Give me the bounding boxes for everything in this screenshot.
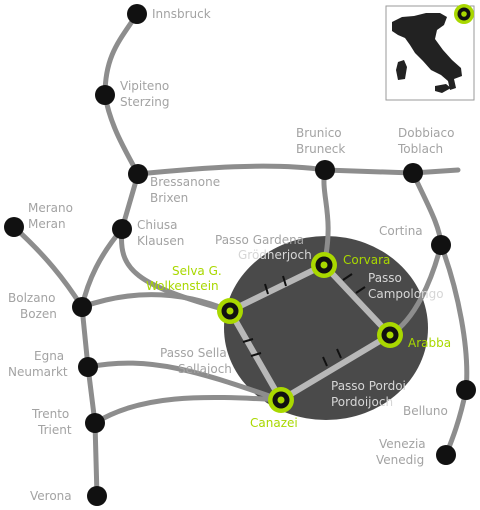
label-verona: Verona [30,489,72,503]
label-innsbruck: Innsbruck [152,7,211,21]
dot-selva [217,298,243,324]
label-corvara: Corvara [343,253,390,267]
dot-merano [4,217,24,237]
dot-cortina [431,235,451,255]
label-brunico: Brunico [296,126,342,140]
label-egna: Egna [34,349,64,363]
road-trento-verona [92,420,100,499]
italy-mainland-shape [392,13,462,90]
road-brunico-dobbiaco [322,167,461,176]
road-merano-bolzano [11,224,85,310]
highlight-dots [217,252,403,413]
road-bolzano-selva [79,292,233,314]
label-vipiteno: Vipiteno [120,79,169,93]
dot-innsbruck [127,4,147,24]
dot-trento [85,413,105,433]
label-passo-pordoi: Passo Pordoi [331,379,406,393]
label-sellajoch: Sellajoch [178,362,232,376]
label-meran: Meran [28,217,66,231]
dot-venezia [436,445,456,465]
sardinia-shape [396,60,407,80]
highlight-labels: Selva G. Wolkenstein Corvara Arabba Cana… [146,253,451,430]
dot-arabba [377,322,403,348]
town-dots [4,4,476,506]
label-pordoijoch: Pordoijoch [331,395,393,409]
label-neumarkt: Neumarkt [8,365,68,379]
dot-chiusa [112,219,132,239]
pass-marker-sella [242,338,262,357]
dot-brunico [315,160,335,180]
road-belluno-venezia [443,387,469,458]
label-passo-sella: Passo Sella [160,346,227,360]
pass-marker-campolongo [342,273,366,294]
label-merano: Merano [28,201,73,215]
dot-dobbiaco [403,163,423,183]
dot-corvara [311,252,337,278]
dot-verona [87,486,107,506]
pass-marker-pordoi [322,348,342,367]
pass-markers [242,273,366,367]
road-brunico-corvara [321,167,331,268]
label-bruneck: Bruneck [296,142,345,156]
label-passo-campolongo-2: Campolongo [368,287,444,301]
label-selva: Selva G. [172,264,222,278]
label-dobbiaco: Dobbiaco [398,126,454,140]
label-brixen: Brixen [150,191,188,205]
road-arabba-canazei [278,332,393,403]
pass-marker-gardena [264,275,287,295]
label-groednerjoch: Grödnerjoch [238,248,312,262]
road-bressanone-brunico [135,163,328,177]
label-toblach: Toblach [397,142,443,156]
road-bolzano-egna [79,304,91,370]
label-cortina: Cortina [379,224,423,238]
label-bolzano: Bolzano [8,291,56,305]
label-sterzing: Sterzing [120,95,170,109]
dot-vipiteno [95,85,115,105]
road-cortina-belluno [438,242,470,393]
road-trento-canazei [92,394,284,426]
label-wolkenstein: Wolkenstein [146,279,219,293]
dot-egna [78,357,98,377]
pass-labels: Passo Gardena Grödnerjoch Passo Campolon… [160,233,444,409]
label-belluno: Belluno [403,404,448,418]
road-corvara-arabba [321,262,393,338]
label-venedig: Venedig [376,453,424,467]
town-labels: Innsbruck Vipiteno Sterzing Bressanone B… [8,7,454,503]
label-klausen: Klausen [137,234,184,248]
label-trient: Trient [37,423,72,437]
label-trento: Trento [31,407,69,421]
sella-region-area [224,236,428,420]
road-egna-canazei [85,360,284,403]
dot-belluno [456,380,476,400]
label-passo-gardena: Passo Gardena [215,233,304,247]
dot-bolzano [72,297,92,317]
label-bozen: Bozen [20,307,57,321]
location-marker-icon [454,4,474,24]
dot-canazei [268,387,294,413]
label-passo-campolongo-1: Passo [368,271,402,285]
label-chiusa: Chiusa [137,218,178,232]
label-bressanone: Bressanone [150,175,220,189]
label-venezia: Venezia [379,437,426,451]
label-canazei: Canazei [250,416,298,430]
road-chiusa-bolzano [79,226,125,310]
dot-bressanone [128,164,148,184]
italy-inset [385,4,475,101]
label-arabba: Arabba [408,336,451,350]
sicily-shape [435,84,451,93]
road-selva-corvara [227,262,327,314]
